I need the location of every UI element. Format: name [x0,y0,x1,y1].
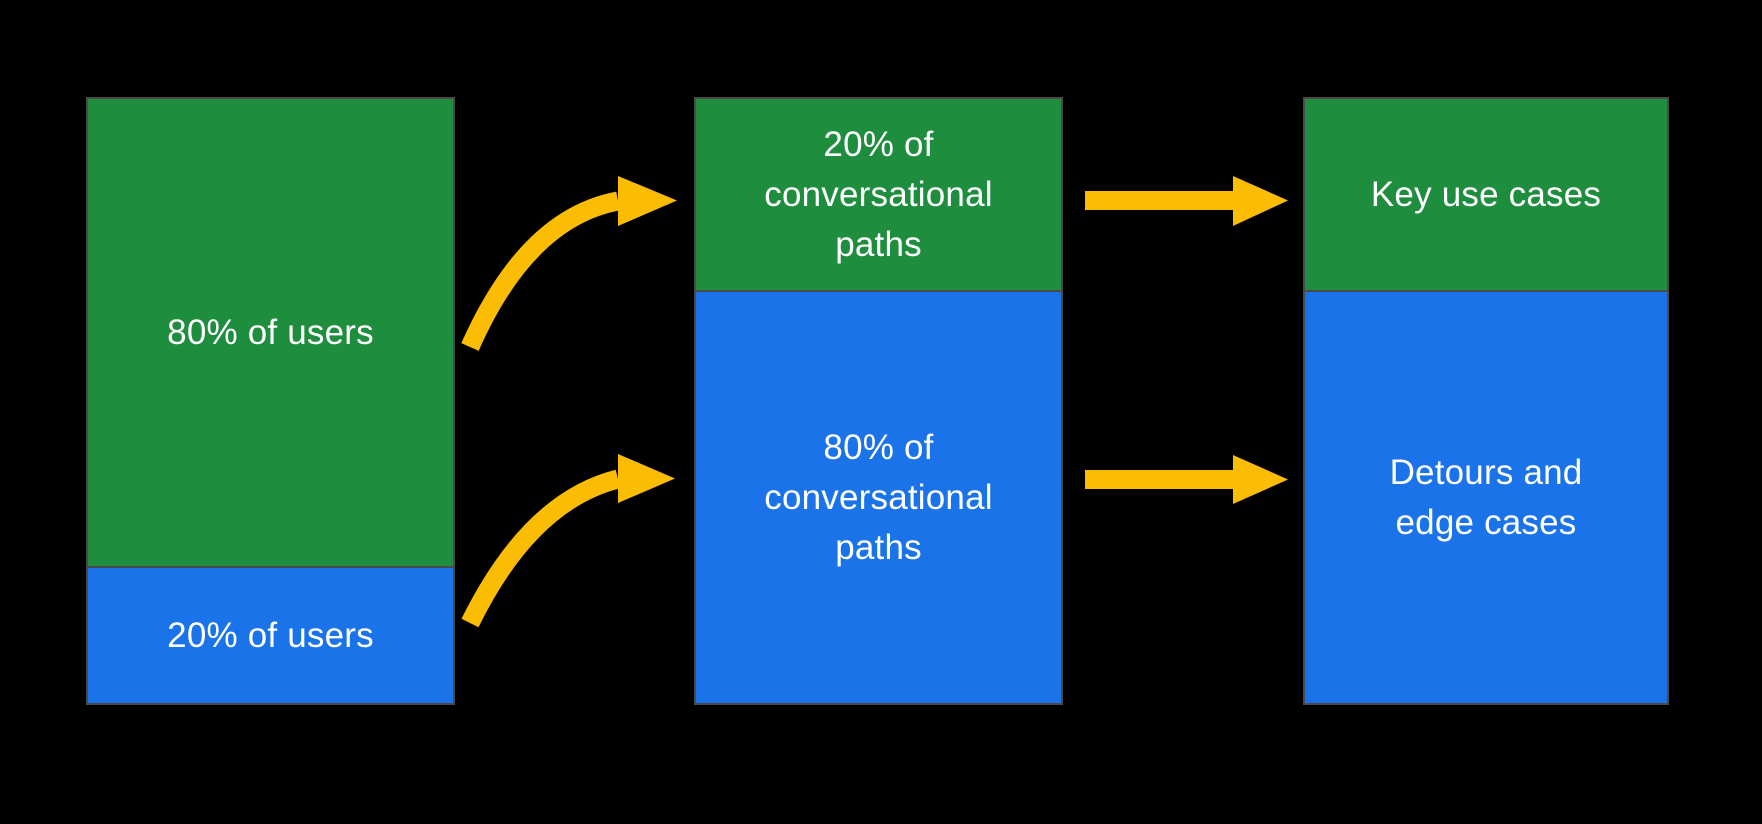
paths-minority-segment: 20% of conversational paths [696,99,1061,290]
outcomes-bar: Key use cases Detours and edge cases [1303,97,1669,705]
paths-majority-label: 80% of conversational paths [764,427,993,567]
straight-arrow-paths-to-key-use-cases-icon [1085,176,1288,226]
users-minority-label: 20% of users [167,615,374,655]
key-use-cases-label: Key use cases [1370,174,1602,214]
users-majority-label: 80% of users [167,312,374,352]
detours-edge-cases-segment: Detours and edge cases [1305,290,1667,703]
key-use-cases-segment: Key use cases [1305,99,1667,290]
straight-arrow-paths-to-detours-icon [1085,455,1288,504]
conversational-paths-bar: 20% of conversational paths 80% of conve… [694,97,1063,705]
users-minority-segment: 20% of users [88,566,453,703]
users-majority-segment: 80% of users [88,99,453,566]
paths-majority-segment: 80% of conversational paths [696,290,1061,703]
paths-minority-label: 20% of conversational paths [764,124,993,264]
users-bar: 80% of users 20% of users [86,97,455,705]
detours-edge-cases-label: Detours and edge cases [1389,452,1583,542]
curved-arrow-users-to-long-tail-paths-icon [461,454,675,628]
curved-arrow-users-to-key-paths-icon [461,176,677,351]
